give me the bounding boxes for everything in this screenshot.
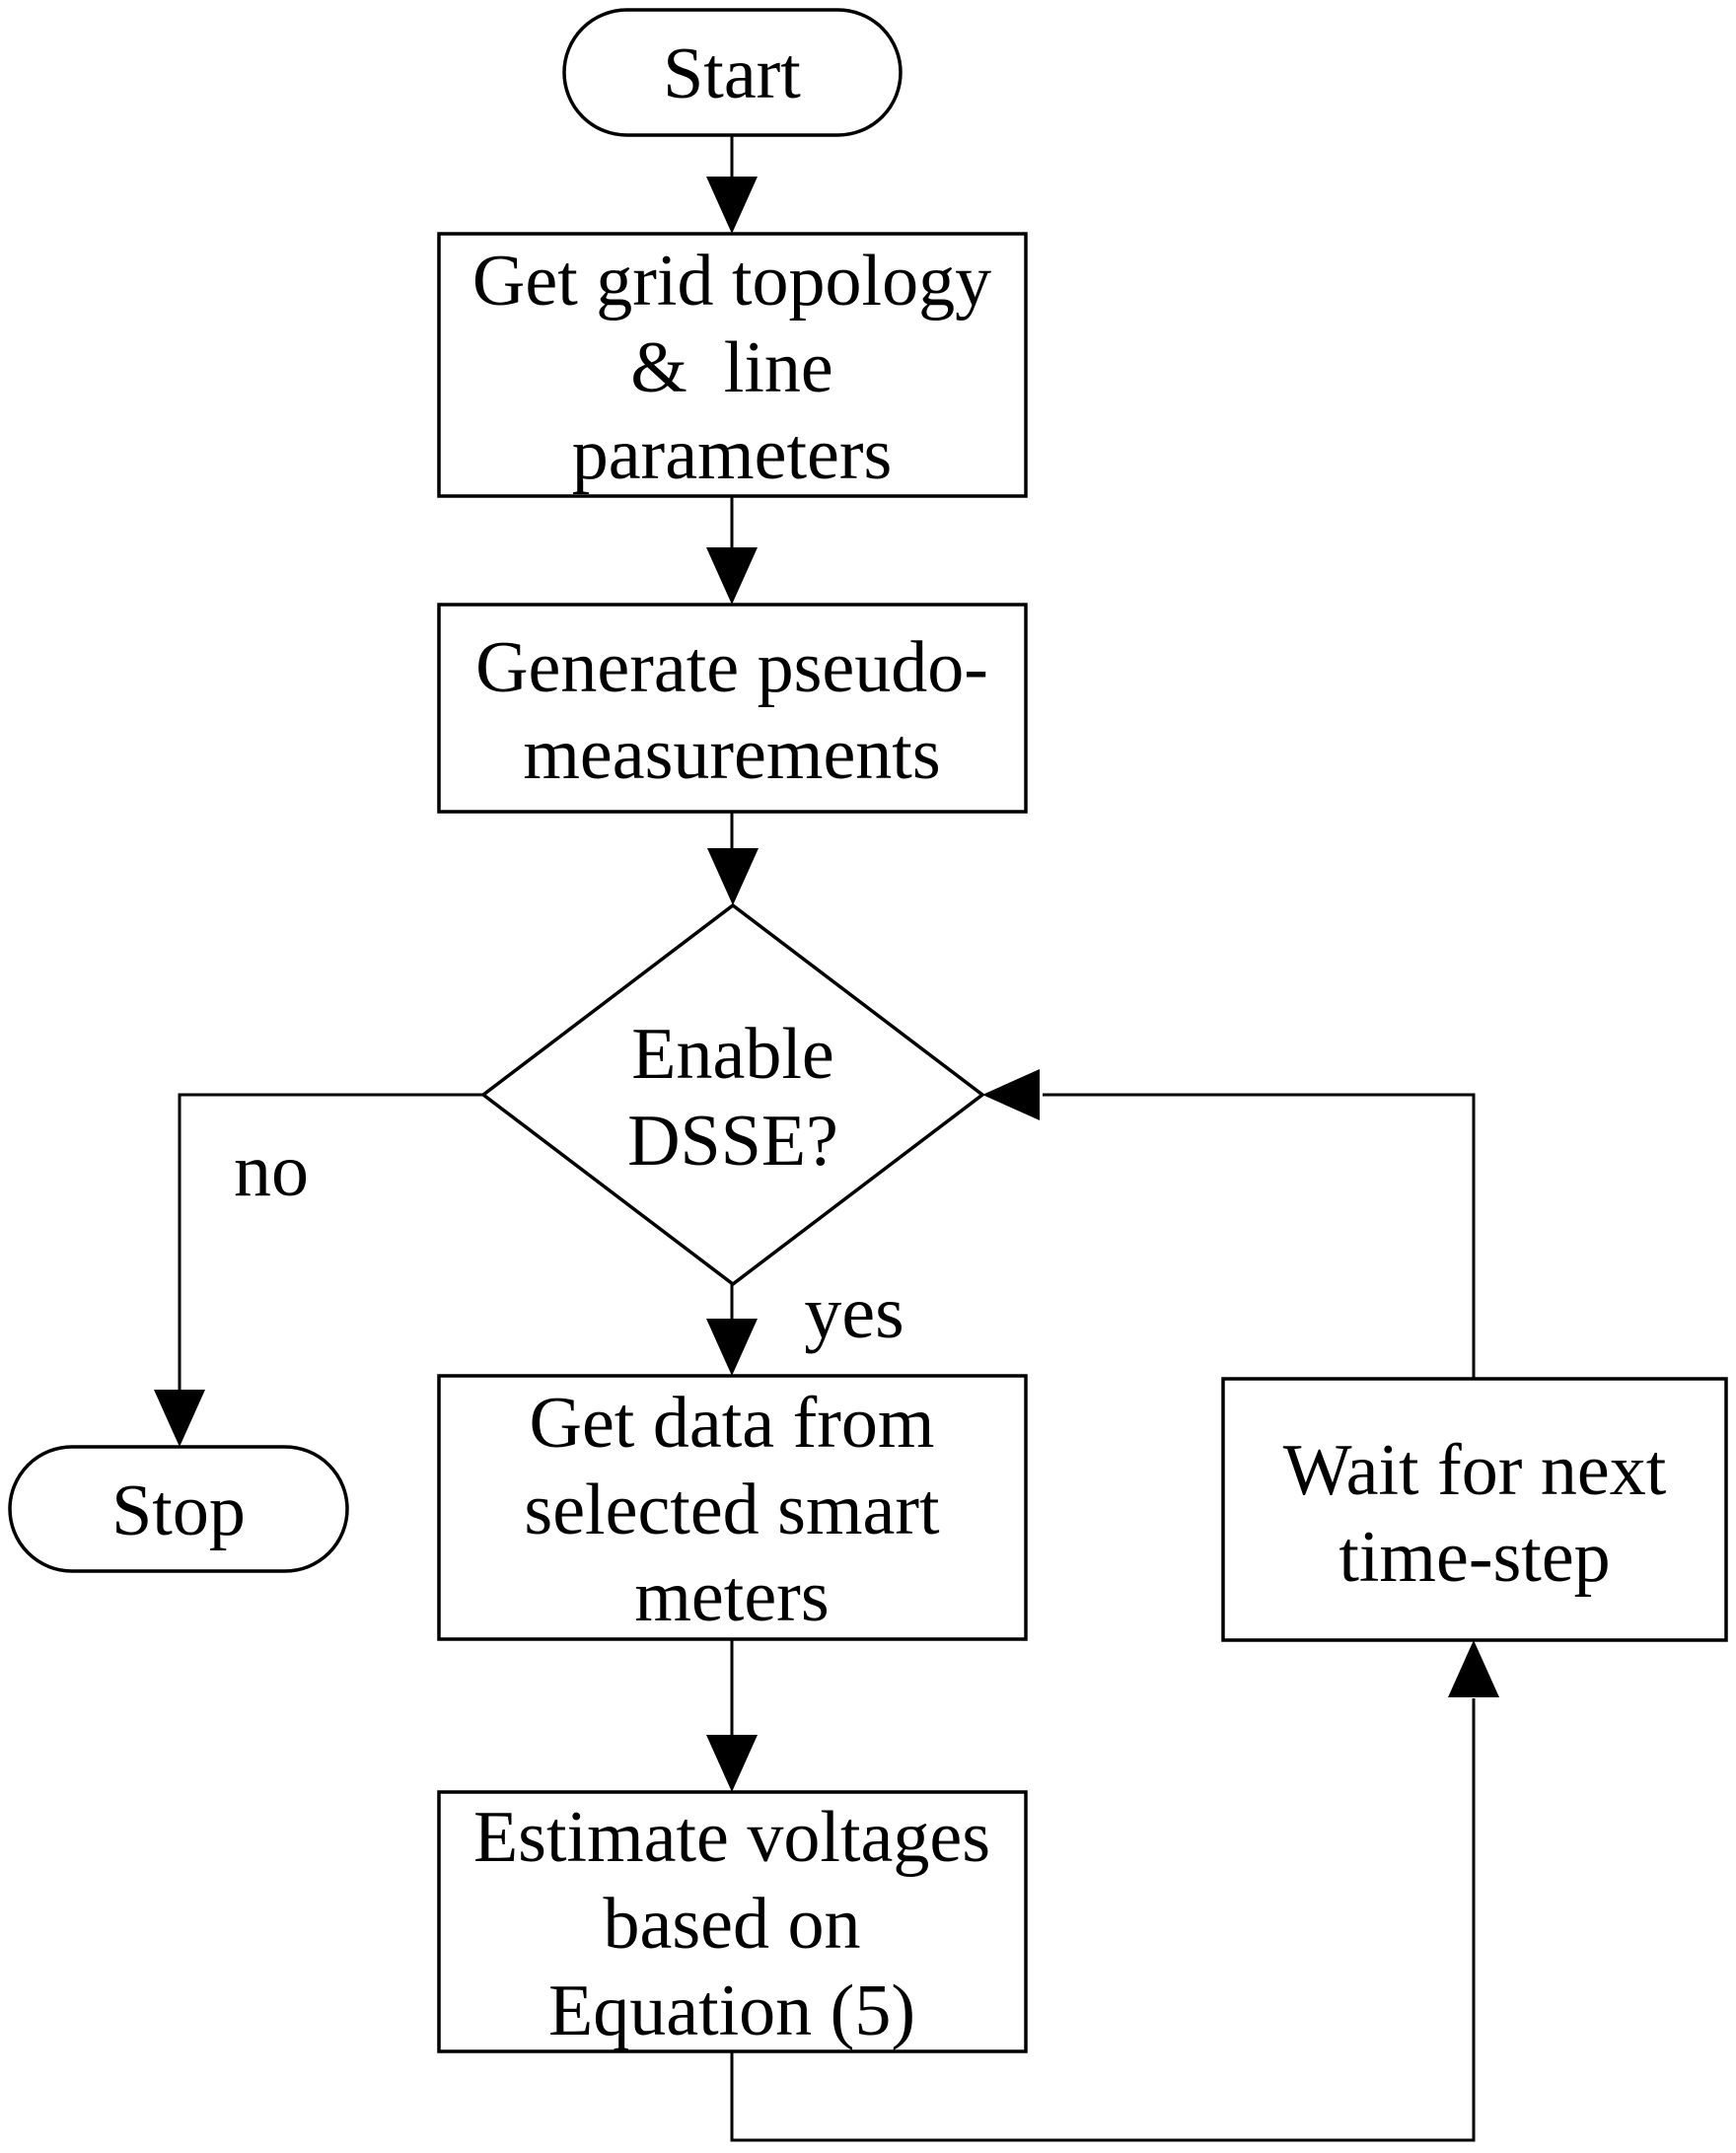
get-data-process: Get data from selected smart meters <box>437 1374 1028 1641</box>
start-terminator-shape <box>562 8 903 137</box>
generate-pseudo-shape <box>437 603 1028 814</box>
start-label: Start <box>663 34 801 114</box>
wait-timestep-line-1: Wait for next <box>1283 1430 1667 1511</box>
stop-terminator-shape <box>8 1445 349 1573</box>
grid-topology-process: Get grid topology & line parameters <box>437 232 1028 498</box>
stop-terminator: Stop <box>8 1445 349 1573</box>
arrowhead-into-stop <box>154 1390 205 1447</box>
grid-topology-line-1: Get grid topology <box>472 241 991 322</box>
arrowhead-into-wait <box>1448 1640 1499 1697</box>
get-data-line-3: meters <box>634 1556 829 1637</box>
edge-estimate-to-wait <box>730 1698 1476 2142</box>
stop-label: Stop <box>111 1471 246 1551</box>
grid-topology-shape <box>437 232 1028 498</box>
arrowhead-into-pseudo <box>706 547 758 605</box>
generate-pseudo-line-2: measurements <box>523 714 940 795</box>
enable-dsse-line-1: Enable <box>631 1014 833 1095</box>
no-branch-label: no <box>234 1129 309 1212</box>
wait-timestep-process: Wait for next time-step <box>1221 1377 1728 1642</box>
yes-branch-label: yes <box>804 1271 904 1354</box>
enable-dsse-line-2: DSSE? <box>627 1101 838 1182</box>
arrowhead-into-decision-right <box>982 1069 1040 1120</box>
edge-wait-to-decision <box>1043 1093 1476 1379</box>
generate-pseudo-line-1: Generate pseudo- <box>475 627 988 708</box>
estimate-voltages-process: Estimate voltages based on Equation (5) <box>437 1790 1028 2053</box>
enable-dsse-decision: Enable DSSE? <box>480 902 985 1287</box>
get-data-line-1: Get data from <box>530 1383 935 1464</box>
estimate-voltages-line-1: Estimate voltages <box>473 1797 990 1878</box>
get-data-line-2: selected smart <box>524 1470 940 1550</box>
start-terminator: Start <box>562 8 903 137</box>
arrowhead-into-decision-top <box>707 848 759 905</box>
grid-topology-line-3: parameters <box>572 414 893 495</box>
edge-decision-no-to-stop <box>178 1093 483 1393</box>
arrowhead-into-topology <box>706 177 758 234</box>
get-data-shape <box>437 1374 1028 1641</box>
edges-group <box>154 135 1499 2142</box>
generate-pseudo-process: Generate pseudo- measurements <box>437 603 1028 814</box>
grid-topology-line-2: & line <box>630 327 833 408</box>
arrowhead-into-estimate <box>706 1735 758 1792</box>
wait-timestep-line-2: time-step <box>1338 1517 1610 1598</box>
estimate-voltages-line-2: based on <box>604 1884 861 1965</box>
wait-timestep-shape <box>1221 1377 1728 1642</box>
arrowhead-into-getdata <box>706 1319 758 1376</box>
estimate-voltages-shape <box>437 1790 1028 2053</box>
estimate-voltages-line-3: Equation (5) <box>548 1971 915 2051</box>
enable-dsse-shape <box>480 902 985 1287</box>
